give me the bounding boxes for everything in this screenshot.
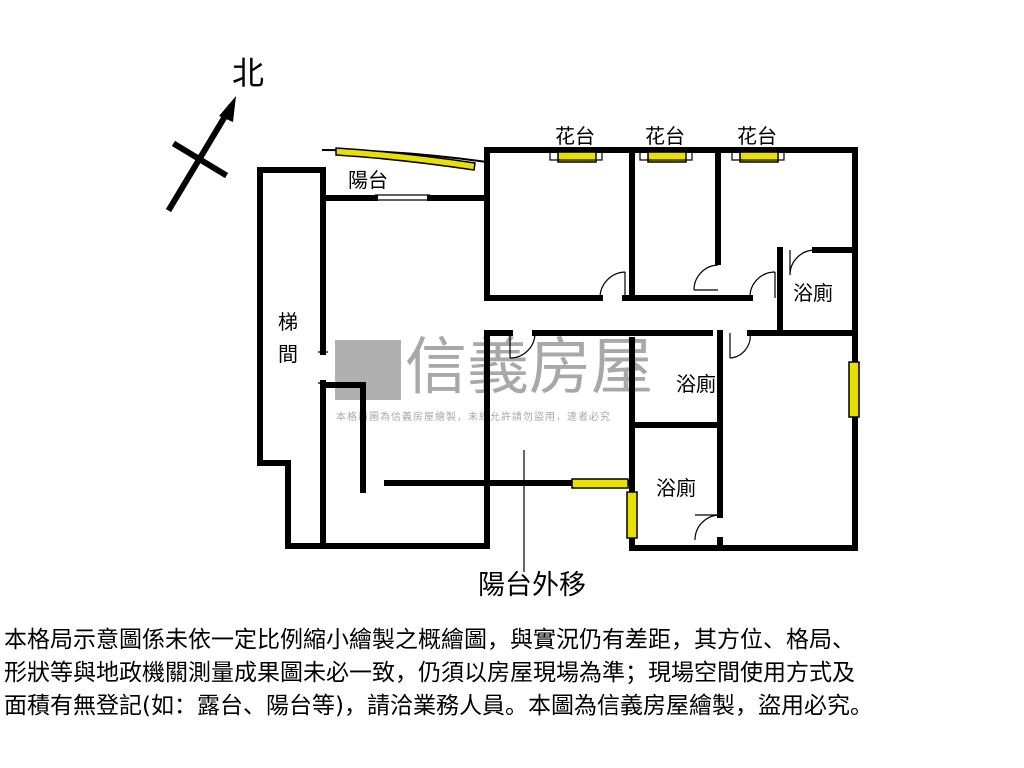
label-flower3: 花台 [737,124,777,148]
window-flower3 [739,151,779,163]
label-bath2: 浴廁 [676,372,716,396]
label-flower1: 花台 [555,124,595,148]
disclaimer-line: 形狀等與地政機關測量成果圖未必一致，仍須以房屋現場為準；現場空間使用方式及 [4,660,855,686]
compass-label: 北 [232,54,265,92]
door-2 [693,264,719,291]
label-stairs-1: 梯 [278,310,298,334]
window-flower2 [647,151,687,163]
window-flower1 [557,151,597,163]
door-7 [694,514,721,541]
label-stairs-2: 間 [278,342,298,366]
window-balcony [335,147,476,171]
label-bath1: 浴廁 [793,281,833,305]
watermark-logo [335,340,401,400]
window-bath [626,491,638,539]
disclaimer: 本格局示意圖係未依一定比例縮小繪製之概繪圖，與實況仍有差距，其方位、格局、 形狀… [4,624,873,723]
door-3 [749,271,776,299]
disclaimer-line: 本格局示意圖係未依一定比例縮小繪製之概繪圖，與實況仍有差距，其方位、格局、 [4,627,855,653]
floor-plan [165,103,860,572]
label-balcony: 陽台 [348,168,388,192]
window-right [848,361,860,418]
door-4 [789,249,816,276]
label-bath3: 浴廁 [656,476,696,500]
label-flower2: 花台 [645,124,685,148]
label-balcony-moved: 陽台外移 [478,570,586,601]
watermark-brand: 信義房屋 [405,330,654,403]
wall-top [384,147,858,551]
disclaimer-line: 面積有無登記(如：露台、陽台等)，請洽業務人員。本圖為信義房屋繪製，盜用必究。 [4,693,873,719]
door-1 [599,271,626,299]
wall-stairs-inner [320,167,366,549]
door-5 [509,332,536,359]
flower-platform-2 [639,147,693,161]
door-balcony [375,194,430,201]
window-middle [571,478,629,489]
watermark-notice: 本格局圖為信義房屋繪製，未經允許請勿盜用，違者必究 [336,412,611,423]
flower-platform-1 [549,147,603,161]
door-6 [729,332,751,359]
flower-platform-3 [731,147,785,161]
compass-crossbar [171,140,229,179]
door-stairs [318,351,328,384]
wall-balcony [320,147,783,549]
